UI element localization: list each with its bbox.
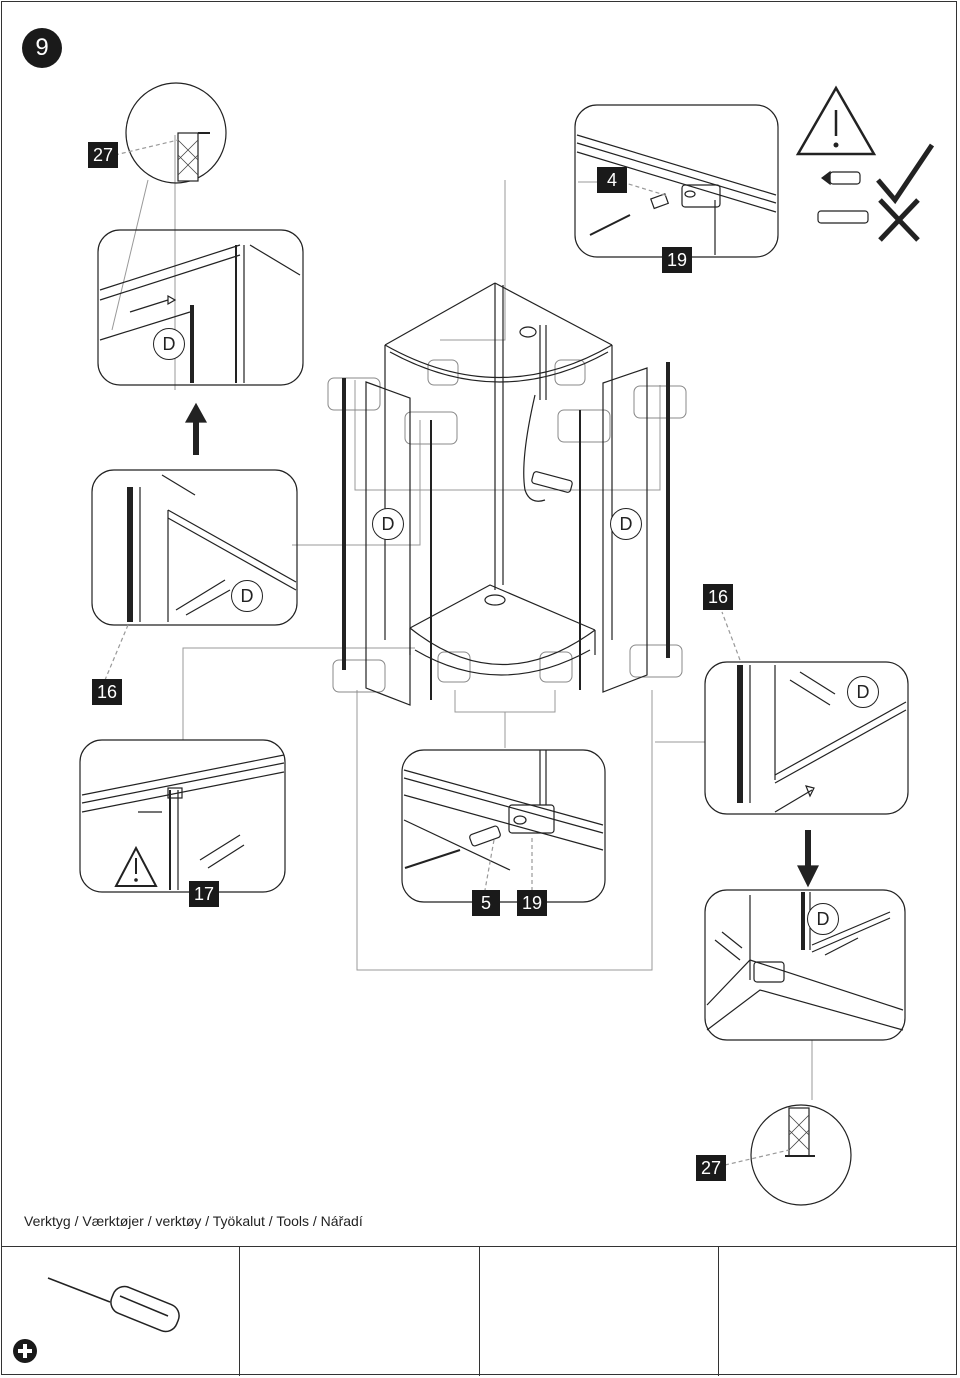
part-label-27-top: 27 <box>88 142 118 168</box>
tools-title: Verktyg / Værktøjer / verktøy / Työkalut… <box>24 1213 363 1229</box>
part-label-4: 4 <box>597 167 627 193</box>
plus-icon <box>13 1339 37 1363</box>
step-number-badge: 9 <box>22 28 62 68</box>
screwdriver-drawing <box>47 1277 180 1333</box>
part-label-19-top: 19 <box>662 247 692 273</box>
part-label-19-bottom: 19 <box>517 890 547 916</box>
glass-marker-d: D <box>372 508 404 540</box>
part-label-17: 17 <box>189 881 219 907</box>
tool-cell-empty <box>480 1247 719 1376</box>
tools-table <box>1 1246 957 1376</box>
shower-cabin-drawing <box>342 282 670 706</box>
tool-cell-empty <box>719 1247 957 1376</box>
part-label-27-bottom: 27 <box>696 1155 726 1181</box>
part-label-16-left: 16 <box>92 679 122 705</box>
tool-cell-empty <box>240 1247 480 1376</box>
part-label-5: 5 <box>472 890 500 916</box>
glass-marker-d: D <box>610 508 642 540</box>
screwdriver-icon <box>41 1267 191 1347</box>
tool-cell-screwdriver <box>1 1247 241 1376</box>
glass-marker-d: D <box>231 580 263 612</box>
glass-marker-d: D <box>847 676 879 708</box>
glass-marker-d: D <box>807 903 839 935</box>
part-label-16-right: 16 <box>703 584 733 610</box>
glass-marker-d: D <box>153 328 185 360</box>
